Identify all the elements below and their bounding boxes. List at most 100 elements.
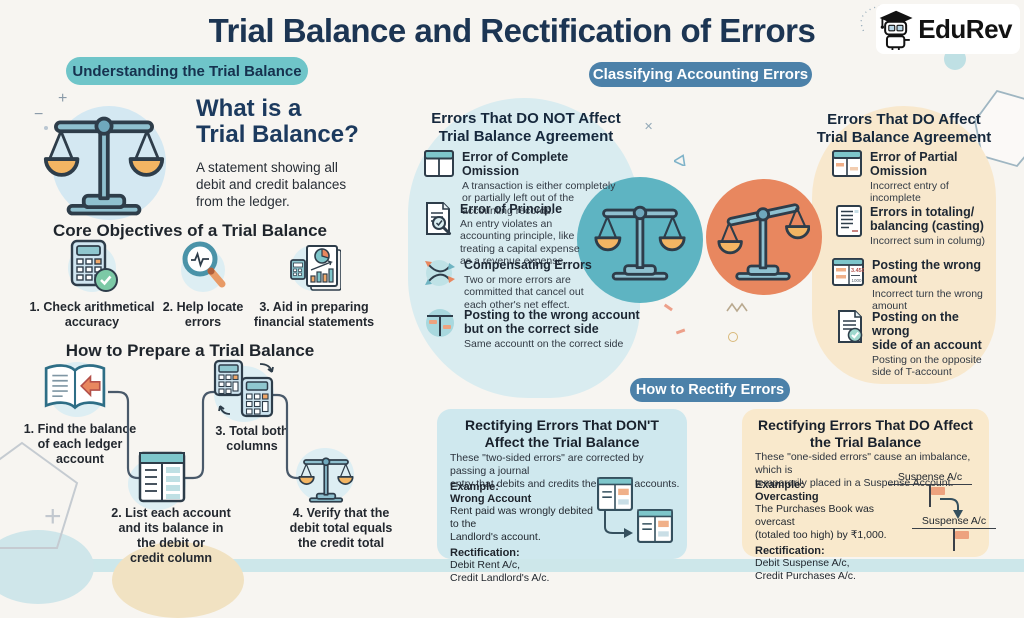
rectification-label: Rectification: bbox=[450, 547, 520, 560]
error-item: Error of Complete Omission A transaction… bbox=[424, 150, 620, 217]
dot-mark bbox=[44, 126, 48, 130]
account-columns-icon bbox=[138, 451, 186, 503]
balance-scale-icon bbox=[297, 446, 355, 503]
arrow-icon bbox=[604, 511, 633, 538]
ledger-window-icon bbox=[424, 150, 454, 177]
suspense-account-label: Suspense A/c bbox=[888, 471, 972, 485]
tilted-scale-icon bbox=[716, 189, 810, 281]
error-title: Errors in totaling/ balancing (casting) bbox=[870, 205, 984, 233]
error-title: Posting the wrong amount bbox=[872, 258, 982, 286]
t-account-icon bbox=[426, 309, 454, 337]
error-title: Error of Complete Omission bbox=[462, 150, 569, 178]
badge-rectify: How to Rectify Errors bbox=[630, 378, 790, 402]
example-label: Example: bbox=[450, 481, 499, 493]
edurev-robot-icon bbox=[879, 10, 913, 51]
amount-cell bbox=[955, 531, 970, 539]
edurev-logo: EduRev bbox=[876, 4, 1020, 54]
magnifier-icon bbox=[181, 241, 226, 292]
error-desc: Incorrect sum in columg) bbox=[870, 235, 985, 247]
error-desc: An entry violates an accounting principl… bbox=[460, 218, 580, 268]
error-title: Compensating Errors bbox=[464, 258, 592, 272]
what-heading: What is a Trial Balance? bbox=[196, 95, 359, 149]
suspense-account-label: Suspense A/c bbox=[912, 515, 996, 529]
objective-label: 2. Help locate errors bbox=[162, 300, 244, 329]
rectification-label: Rectification: bbox=[755, 545, 825, 558]
t-account-stem bbox=[929, 485, 946, 507]
hero-balance-scale-icon bbox=[34, 92, 174, 216]
error-desc: Two or more errors are committed that ca… bbox=[464, 274, 584, 311]
page-title: Trial Balance and Rectification of Error… bbox=[208, 12, 816, 49]
edurev-logo-text: EduRev bbox=[918, 13, 1012, 44]
partial-table-icon bbox=[832, 150, 862, 177]
error-title: Error of Principle bbox=[460, 202, 563, 216]
error-desc: Posting on the opposite side of T-accoun… bbox=[872, 354, 982, 379]
error-item: Errors in totaling/ balancing (casting) … bbox=[836, 205, 991, 247]
rectify-do-heading: Rectifying Errors That DO Affect the Tri… bbox=[758, 417, 973, 450]
crossed-arrows-icon bbox=[425, 260, 455, 286]
example-body: Rent paid was wrongly debited to the Lan… bbox=[450, 505, 594, 543]
bottom-strip bbox=[0, 559, 1024, 572]
do-affect-heading: Errors That DO Affect Trial Balance Agre… bbox=[816, 111, 992, 146]
objectives-heading: Core Objectives of a Trial Balance bbox=[52, 221, 327, 240]
objective-item: 2. Help locate errors bbox=[156, 238, 250, 330]
error-item: Error of Partial Omission Incorrect entr… bbox=[832, 150, 990, 205]
objective-item: 3. Aid in preparing financial statements bbox=[252, 238, 376, 330]
document-check-icon bbox=[838, 310, 863, 343]
t-account-diagram: Suspense A/c bbox=[888, 471, 972, 507]
what-body: A statement showing all debit and credit… bbox=[196, 160, 347, 209]
rectify-dont-box: Rectifying Errors That DON'T Affect the … bbox=[437, 409, 687, 584]
totaling-list-icon bbox=[836, 205, 862, 237]
error-item: Error of Principle An entry violates an … bbox=[424, 202, 614, 268]
pink-dash-2 bbox=[675, 328, 686, 334]
example-title: Overcasting bbox=[755, 491, 819, 503]
document-magnifier-icon bbox=[426, 202, 451, 235]
minus-mark: − bbox=[34, 106, 44, 123]
rectify-dont-heading: Rectifying Errors That DON'T Affect the … bbox=[465, 417, 659, 450]
error-item: Posting on the wrong side of an account … bbox=[836, 310, 991, 379]
step-label: 2. List each account and its balance in … bbox=[111, 506, 231, 565]
error-title: Posting on the wrong side of an account bbox=[872, 310, 982, 352]
step-label: 4. Verify that the debit total equals th… bbox=[289, 506, 393, 550]
objective-item: 1. Check arithmetical accuracy bbox=[28, 238, 156, 330]
mini-ledger-icon bbox=[637, 509, 673, 543]
example-body: The Purchases Book was overcast (totaled… bbox=[755, 503, 887, 541]
ledger-book-icon bbox=[44, 364, 106, 410]
circle-outline-decoration bbox=[728, 332, 738, 342]
t-account-diagram: Suspense A/c bbox=[912, 515, 996, 551]
calculator-check-icon bbox=[68, 239, 118, 292]
flow-connector bbox=[108, 390, 301, 480]
step-label: 1. Find the balance of each ledger accou… bbox=[23, 422, 137, 466]
prepare-heading: How to Prepare a Trial Balance bbox=[65, 341, 315, 360]
error-title: Posting to the wrong account but on the … bbox=[464, 308, 640, 336]
arrow-icon bbox=[940, 498, 963, 519]
hexagon-decoration bbox=[974, 89, 1024, 168]
pentagon-decoration bbox=[0, 441, 79, 549]
error-title: Error of Partial Omission bbox=[870, 150, 958, 178]
plus-decoration: + bbox=[44, 500, 62, 533]
example-title: Wrong Account bbox=[450, 493, 532, 505]
step-label: 3. Total both columns bbox=[215, 424, 289, 453]
amount-cell bbox=[931, 487, 946, 495]
t-account-stem bbox=[953, 529, 970, 551]
pink-dash-1 bbox=[664, 303, 673, 311]
error-desc: A transaction is either completely or pa… bbox=[462, 180, 616, 217]
svg-text:3.450: 3.450 bbox=[851, 268, 864, 274]
financial-report-icon bbox=[290, 245, 341, 291]
plus-mark: + bbox=[58, 90, 68, 107]
objective-label: 3. Aid in preparing financial statements bbox=[253, 300, 375, 329]
error-desc: Same accountt on the correct side bbox=[464, 338, 624, 350]
x-mark: ✕ bbox=[644, 121, 654, 133]
triangle-decoration bbox=[674, 154, 686, 166]
calculators-icon bbox=[213, 359, 274, 418]
amount-table-icon: 3.450 1000 bbox=[832, 258, 864, 286]
error-desc: Incorrect turn the wrong amount bbox=[872, 288, 983, 313]
rectification-body: Debit Rent A/c, Credit Landlord's A/c. bbox=[450, 559, 550, 585]
mini-ledger-icon bbox=[597, 477, 633, 511]
error-desc: Incorrect entry of incomplete bbox=[870, 180, 949, 205]
badge-classifying: Classifying Accounting Errors bbox=[589, 62, 812, 87]
error-item: 3.450 1000 Posting the wrong amount Inco… bbox=[832, 258, 990, 313]
error-item: Posting to the wrong account but on the … bbox=[424, 308, 644, 350]
rectify-do-box: Rectifying Errors That DO Affect the Tri… bbox=[742, 409, 996, 582]
badge-understanding: Understanding the Trial Balance bbox=[66, 57, 308, 85]
not-affect-heading: Errors That DO NOT Affect Trial Balance … bbox=[431, 110, 621, 145]
